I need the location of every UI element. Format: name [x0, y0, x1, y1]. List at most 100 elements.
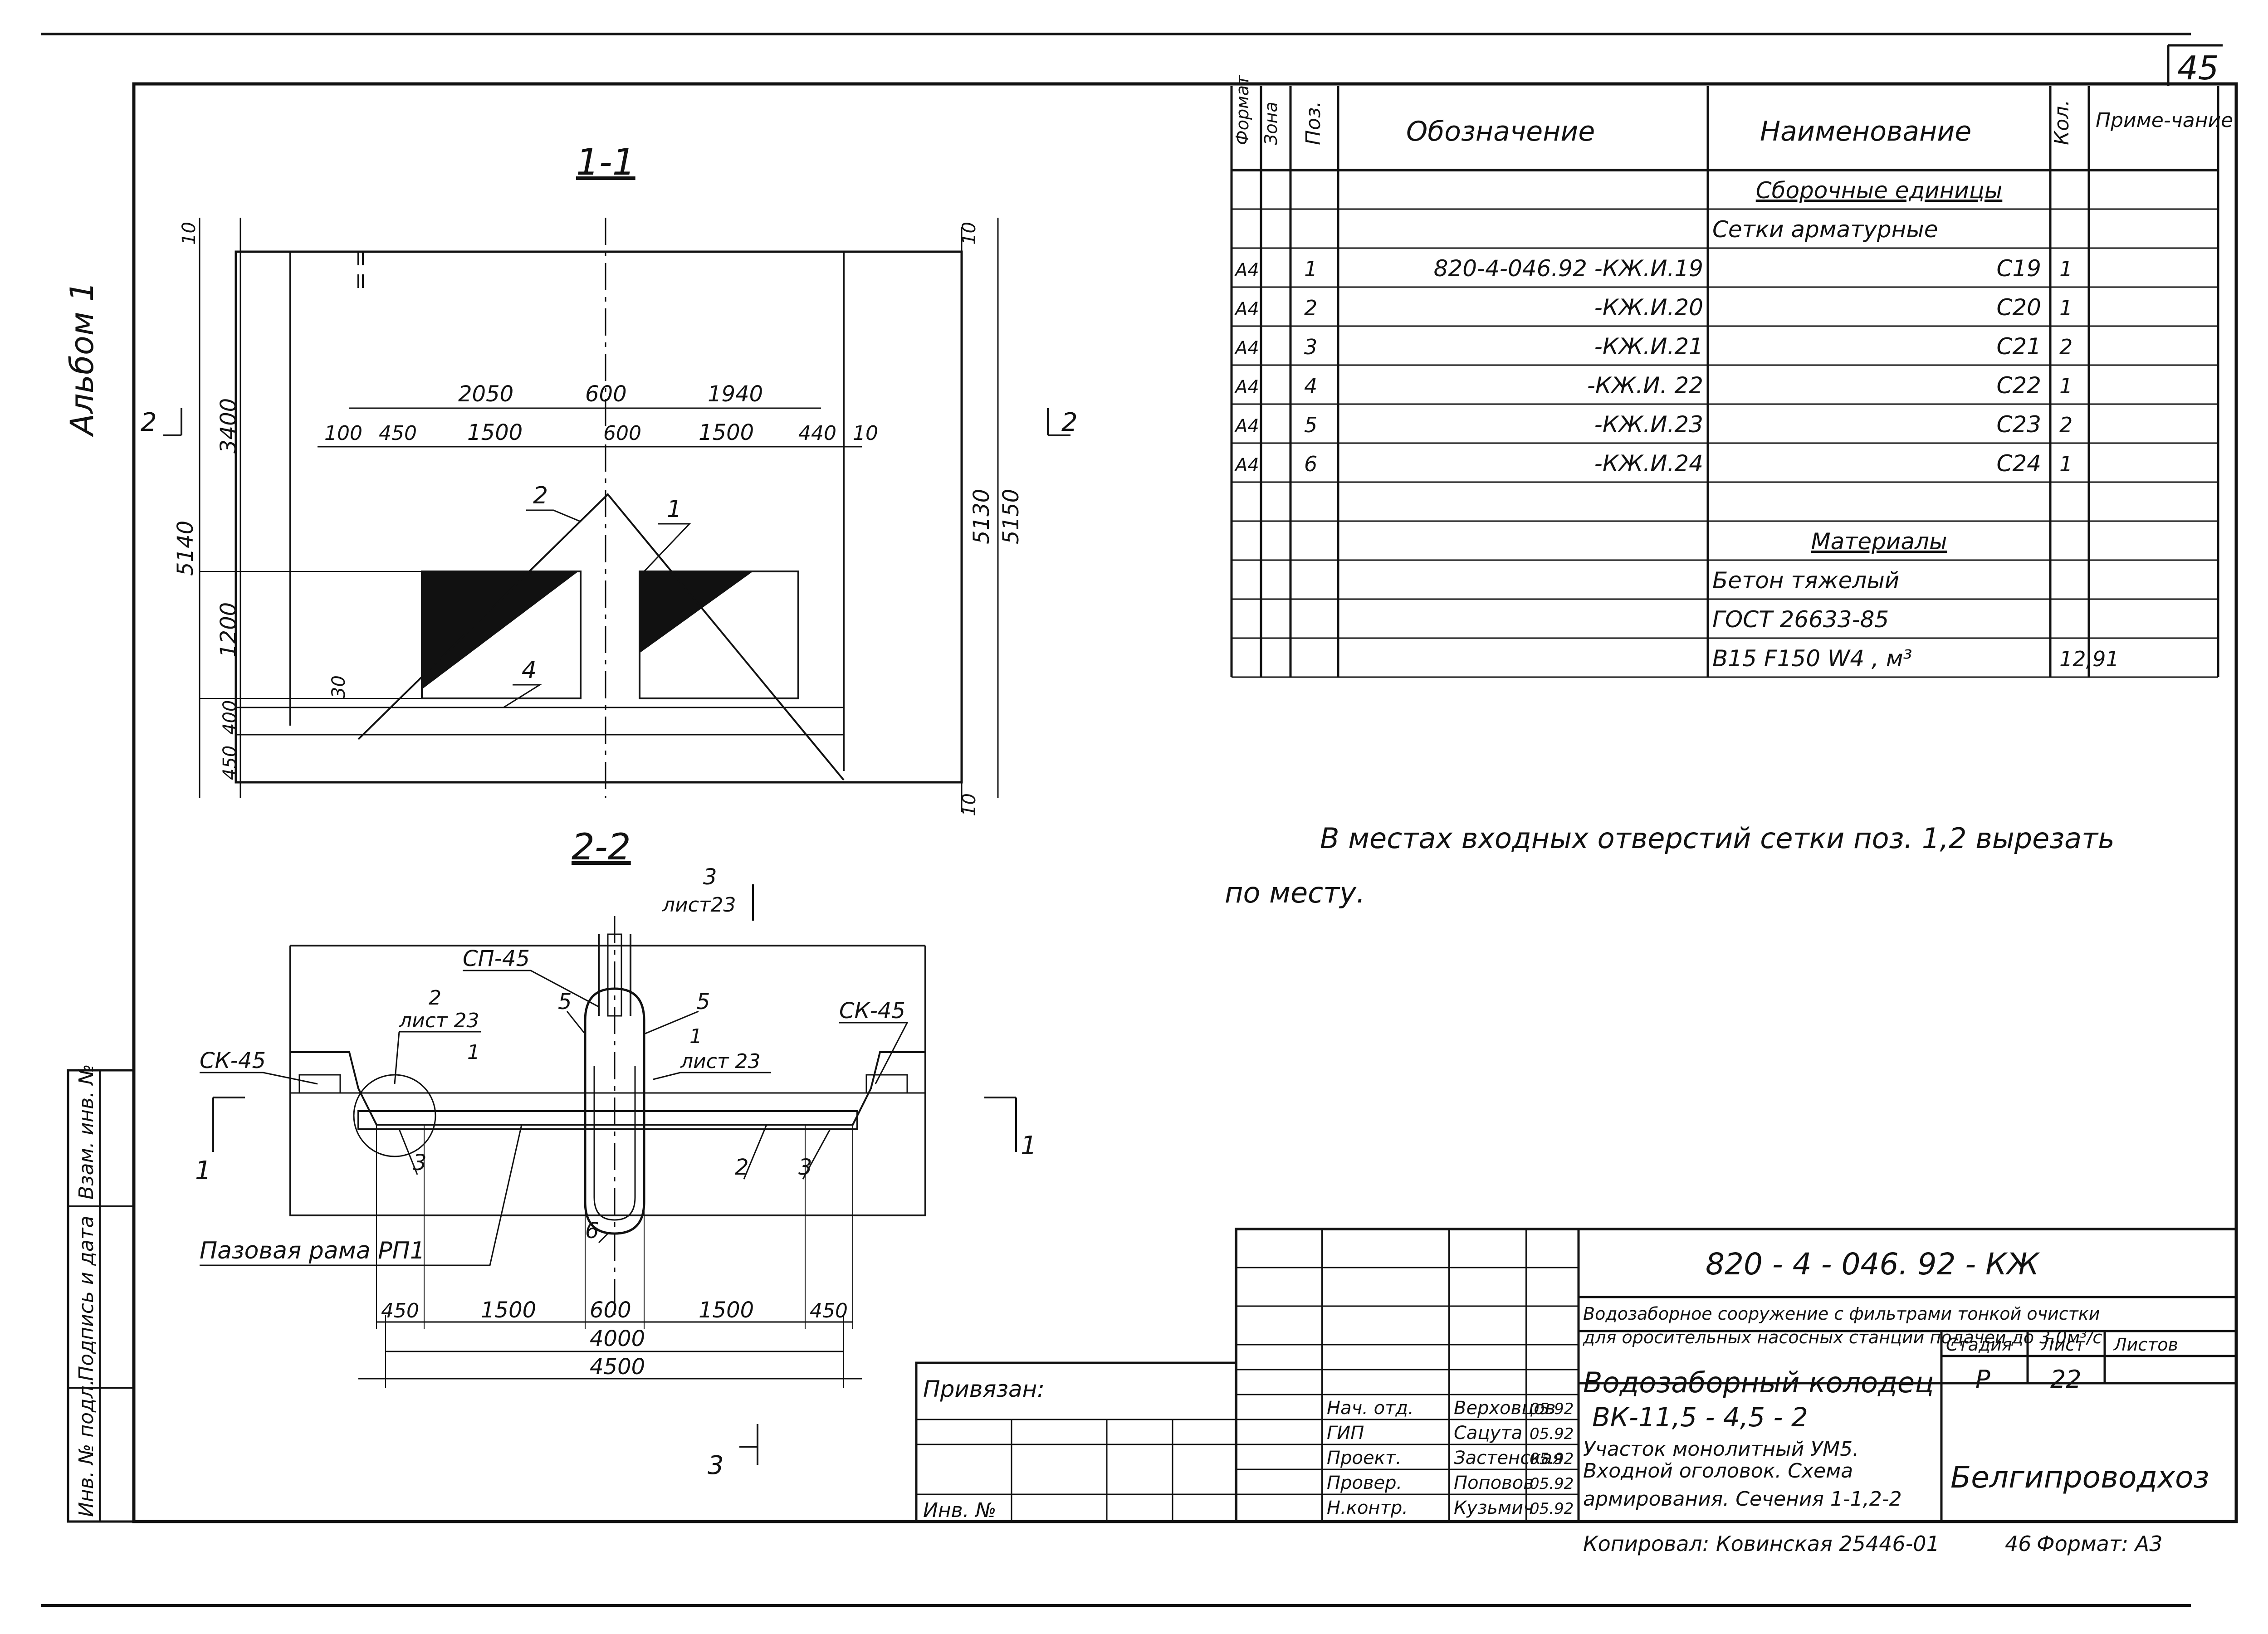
dim-10-top-left: 10 — [179, 222, 200, 245]
section-2-2-title: 2-2 — [572, 826, 631, 868]
dim-5150: 5150 — [998, 489, 1024, 544]
cut-2-left: 2 — [141, 408, 157, 437]
spec-row-name: Сборочные единицы — [1756, 177, 2003, 204]
pos-2-2-2: 2 — [735, 1155, 749, 1180]
copy-number: 46 — [2005, 1532, 2032, 1556]
sheets-label: Листов — [2113, 1335, 2178, 1355]
album-label: Альбом 1 — [64, 282, 101, 437]
signer-date: 05.92 — [1530, 1450, 1574, 1468]
spec-row-qty: 1 — [2059, 374, 2072, 398]
label-sk45-right: СК-45 — [839, 998, 905, 1024]
signer-role: Проект. — [1327, 1448, 1402, 1468]
signer-role: Провер. — [1327, 1473, 1402, 1493]
dim22-4000: 4000 — [590, 1326, 645, 1351]
copied-by: Копировал: Ковинская 25446-01 — [1583, 1532, 1940, 1556]
pos-6: 6 — [585, 1218, 599, 1244]
spec-row-designation: -КЖ.И.21 — [1594, 333, 1703, 360]
spec-header-note: Приме-чание — [2096, 109, 2233, 132]
spec-row-qty: 2 — [2059, 413, 2072, 437]
callout-2-pos: 2 — [429, 986, 441, 1010]
dim22-4500: 4500 — [590, 1354, 645, 1380]
side-stamp: Инв. № подл. Подпись и дата Взам. инв. № — [67, 1064, 135, 1523]
privyazan-label: Привязан: — [923, 1376, 1045, 1402]
signer-date: 05.92 — [1530, 1400, 1574, 1418]
spec-row-name: С22 — [1996, 372, 2041, 399]
pos-5-left: 5 — [558, 989, 572, 1015]
spec-row-designation: -КЖ.И. 22 — [1587, 372, 1703, 399]
dim22-1500a: 1500 — [481, 1297, 536, 1323]
dim-3400: 3400 — [216, 398, 241, 454]
callout-2-sheet: лист 23 — [399, 1009, 479, 1032]
dim22-450a: 450 — [381, 1299, 419, 1322]
signer-role: ГИП — [1327, 1423, 1364, 1444]
note-line-1: В местах входных отверстий сетки поз. 1,… — [1320, 822, 2115, 855]
title-block: Привязан: Инв. № 820 - 4 - 046. 92 - КЖ … — [915, 1228, 2238, 1523]
spec-row-designation: 820-4-046.92 -КЖ.И.19 — [1434, 255, 1703, 282]
pos-2-label: 2 — [533, 482, 548, 509]
sheet-title-3: армирования. Сечения 1-1,2-2 — [1583, 1488, 1902, 1511]
label-sp45: СП-45 — [463, 946, 530, 971]
spec-row-designation: -КЖ.И.24 — [1594, 450, 1703, 477]
spec-header-zone: Зона — [1261, 102, 1281, 145]
spec-row-qty: 12,91 — [2059, 647, 2119, 671]
cut-3-bottom: 3 — [708, 1451, 724, 1480]
spec-row-name: С23 — [1996, 411, 2041, 438]
stamp-vzam-inv: Взам. инв. № — [75, 1064, 98, 1200]
spec-row-fmt: А4 — [1234, 260, 1259, 281]
cut-2-right: 2 — [1061, 408, 1078, 437]
sheet-number: 45 — [2177, 49, 2219, 87]
dim-2050: 2050 — [458, 381, 513, 407]
spec-row-name: Материалы — [1811, 528, 1947, 555]
spec-row-qty: 1 — [2059, 296, 2072, 320]
callout-1-pos: 1 — [689, 1025, 702, 1048]
dim22-600: 600 — [590, 1297, 631, 1323]
dim-5130: 5130 — [969, 489, 994, 544]
section-1-1-title: 1-1 — [576, 141, 635, 183]
dim-450: 450 — [379, 422, 417, 445]
dim-1500a: 1500 — [467, 420, 523, 445]
label-sk45-left: СК-45 — [200, 1048, 266, 1073]
dim22-450b: 450 — [810, 1299, 848, 1322]
dim-1500b: 1500 — [699, 420, 754, 445]
spec-row-pos: 4 — [1304, 374, 1317, 398]
sheet-title-2: Входной оголовок. Схема — [1583, 1459, 1853, 1483]
pos-4-label: 4 — [522, 657, 537, 684]
spec-row-qty: 1 — [2059, 257, 2072, 281]
pos-1-label: 1 — [667, 496, 682, 523]
sheet-title-1: Участок монолитный УМ5. — [1583, 1438, 1859, 1461]
spec-row-pos: 3 — [1304, 335, 1317, 359]
signer-date: 05.92 — [1530, 1475, 1574, 1493]
subtitle-1: Водозаборное сооружение с фильтрами тонк… — [1583, 1304, 2100, 1324]
spec-row-name: С19 — [1996, 255, 2041, 282]
signer-role: Нач. отд. — [1327, 1398, 1414, 1419]
spec-header-qty: Кол. — [2050, 100, 2073, 145]
sheet-value: 22 — [2050, 1365, 2082, 1394]
spec-row-fmt: А4 — [1234, 338, 1259, 359]
spec-row-pos: 6 — [1304, 452, 1317, 476]
spec-header-designation: Обозначение — [1406, 116, 1595, 147]
stage-label: Стадия — [1946, 1335, 2012, 1355]
ref-3-num: 3 — [703, 864, 717, 890]
spec-header-pos: Поз. — [1302, 101, 1325, 145]
spec-table: Формат Зона Поз. Обозначение Наименовани… — [1230, 74, 2233, 678]
spec-row-qty: 2 — [2059, 335, 2072, 359]
inv-no-label: Инв. № — [923, 1499, 996, 1522]
label-frame-rp1: Пазовая рама РП1 — [200, 1237, 425, 1264]
spec-row-name: С24 — [1996, 450, 2041, 477]
pos-1-2-2: 1 — [467, 1041, 480, 1064]
object-1: Водозаборный колодец — [1583, 1366, 1934, 1399]
spec-row-name: С21 — [1996, 333, 2041, 360]
spec-row-pos: 5 — [1304, 413, 1317, 437]
spec-row-name: ГОСТ 26633-85 — [1712, 606, 1889, 633]
subtitle-2: для оросительных насосных станций подаче… — [1583, 1327, 2102, 1347]
stage-value: Р — [1975, 1365, 1990, 1394]
ref-3-sheet: лист23 — [662, 893, 736, 917]
org-name: Белгипроводхоз — [1950, 1460, 2209, 1495]
code: 820 - 4 - 046. 92 - КЖ — [1706, 1247, 2040, 1282]
section-2-2: 2-2 3 лист23 СП-45 СК-45 СК-45 Пазовая р… — [195, 826, 1037, 1480]
spec-row-pos: 1 — [1304, 257, 1317, 281]
sheet-label: Лист — [2040, 1335, 2086, 1355]
dim-10-bottom-right: 10 — [959, 793, 980, 816]
spec-row-name: С20 — [1996, 294, 2041, 321]
